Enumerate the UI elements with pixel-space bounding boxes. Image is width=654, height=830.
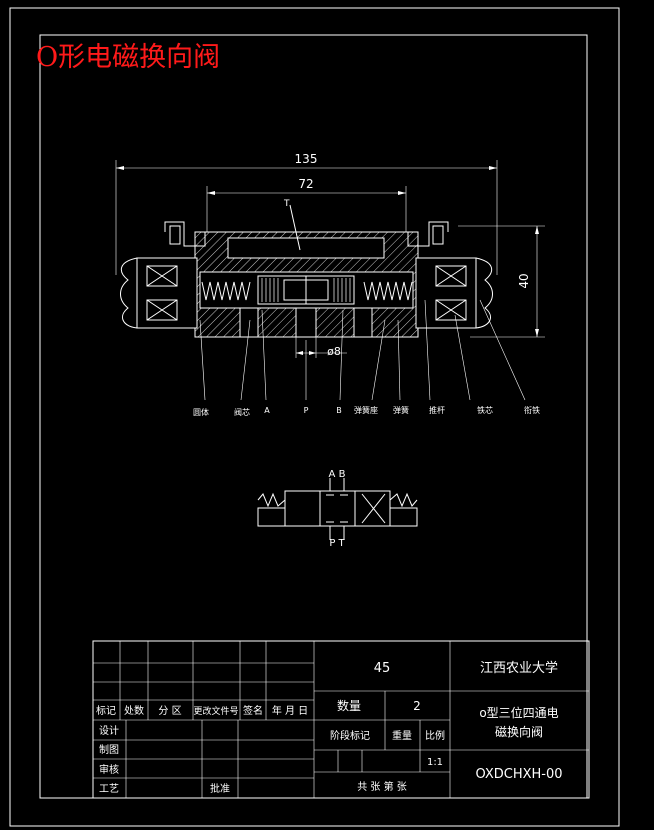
symbol-bottom-ports: P T — [329, 538, 345, 549]
role-design: 设计 — [99, 724, 119, 737]
rev-doc: 更改文件号 — [193, 705, 238, 717]
label-core: 铁芯 — [477, 405, 493, 415]
role-check: 审核 — [99, 763, 119, 776]
role-process: 工艺 — [99, 783, 119, 795]
svg-text:T: T — [283, 199, 290, 209]
role-approve: 批准 — [210, 782, 230, 795]
part-name-line2: 磁换向阀 — [495, 724, 543, 739]
drawing-title: O形电磁换向阀 — [36, 42, 220, 73]
label-pushrod: 推杆 — [429, 405, 445, 415]
label-port-a: A — [264, 406, 270, 415]
dim-overall-label: 135 — [295, 152, 318, 166]
right-solenoid — [407, 221, 493, 329]
dim-height-label: 40 — [517, 273, 531, 288]
sheet-text: 共 张 第 张 — [357, 780, 407, 793]
scale-label: 比例 — [425, 729, 445, 742]
stage-label: 阶段标记 — [330, 729, 370, 742]
valve-section: T — [194, 199, 419, 338]
school-name: 江西农业大学 — [480, 660, 558, 676]
dim-body-label: 72 — [298, 177, 313, 191]
scale-value: 1:1 — [427, 757, 443, 768]
part-name-line1: o型三位四通电 — [479, 705, 558, 720]
left-solenoid — [120, 221, 206, 329]
dimension-overall: 135 — [115, 152, 498, 275]
material: 45 — [374, 661, 391, 676]
label-spring-seat: 弹簧座 — [354, 405, 378, 415]
drawing-number: OXDCHXH-00 — [475, 767, 562, 782]
dim-port-label: ø8 — [327, 345, 341, 358]
label-spring: 弹簧 — [393, 405, 409, 415]
role-draw: 制图 — [99, 743, 119, 756]
leaders — [199, 299, 526, 401]
dimension-height: 40 — [458, 225, 545, 338]
rev-count: 处数 — [124, 704, 144, 717]
rev-date: 年 月 日 — [272, 704, 308, 717]
part-labels: 圆体 阀芯 A P B 弹簧座 弹簧 推杆 铁芯 衔铁 — [193, 405, 540, 417]
dimension-port-diameter: ø8 — [295, 336, 347, 358]
hydraulic-symbol: A B P T — [257, 469, 418, 549]
label-spool: 阀芯 — [234, 407, 250, 417]
inner-frame — [39, 34, 588, 799]
qty-label: 数量 — [337, 698, 361, 713]
dimension-body: 72 — [206, 177, 407, 232]
symbol-top-ports: A B — [329, 469, 346, 480]
outer-frame — [9, 7, 620, 827]
title-block: 标记 处数 分 区 更改文件号 签名 年 月 日 设计 制图 审核 工艺 批准 … — [92, 640, 590, 799]
label-port-b: B — [336, 406, 342, 415]
rev-sign: 签名 — [243, 704, 263, 717]
label-port-p: P — [304, 406, 309, 415]
label-armature: 衔铁 — [524, 405, 540, 415]
weight-label: 重量 — [392, 729, 412, 742]
label-body: 圆体 — [193, 407, 209, 417]
rev-mark: 标记 — [96, 705, 116, 717]
rev-zone: 分 区 — [158, 705, 181, 717]
qty-value: 2 — [413, 699, 421, 713]
